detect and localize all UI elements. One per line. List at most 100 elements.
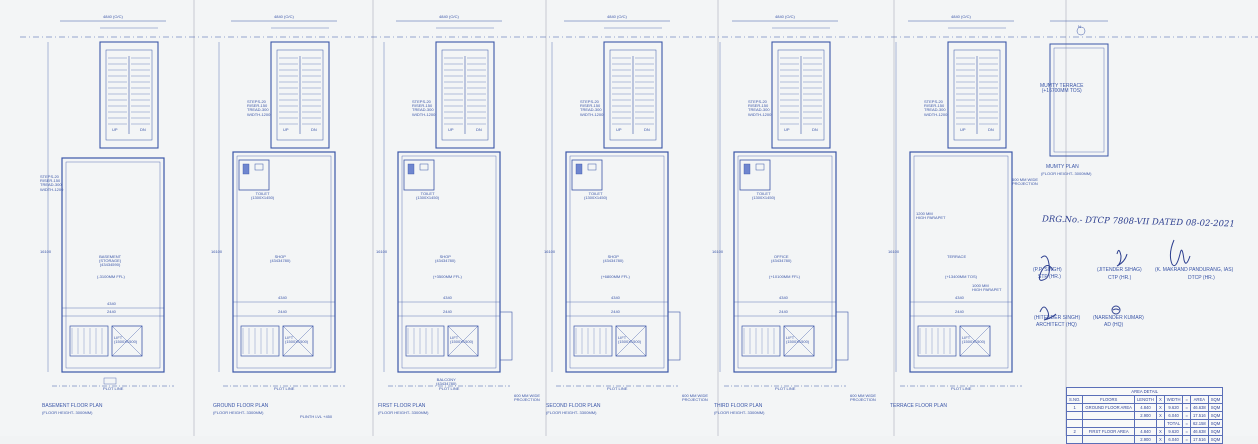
plan-title: TERRACE FLOOR PLAN xyxy=(890,403,947,409)
room-name: OFFICE (43434780) xyxy=(771,254,792,264)
stair-well xyxy=(276,49,324,141)
toilet-wall xyxy=(403,159,435,191)
table-cell: = xyxy=(1182,403,1191,412)
plan-title: FIRST FLOOR PLAN xyxy=(378,403,426,409)
fold-line xyxy=(893,0,895,436)
table-cell xyxy=(1065,419,1084,428)
inner-dimension: 4340 xyxy=(278,295,287,300)
room-inner-wall xyxy=(913,155,1009,369)
stair-well xyxy=(609,49,657,141)
table-cell: SQM xyxy=(1207,411,1224,420)
table-header: WIDTH xyxy=(1163,395,1184,404)
table-header: = xyxy=(1182,395,1191,404)
depth-dimension: 16100 xyxy=(211,249,223,254)
width-dimension: 4840 (O/C) xyxy=(439,14,459,19)
table-header: SQM xyxy=(1207,395,1224,404)
lower-stair-core xyxy=(741,325,781,357)
room-name: SHOP (43434780) xyxy=(603,254,624,264)
room-wall xyxy=(733,151,837,373)
table-cell xyxy=(1082,411,1135,420)
depth-dimension: 16100 xyxy=(544,249,556,254)
lower-stair-core xyxy=(69,325,109,357)
room-inner-wall xyxy=(401,155,497,369)
wc-fixture xyxy=(575,163,583,175)
room-inner-wall xyxy=(569,155,665,369)
width-dimension: 4840 (O/C) xyxy=(103,14,123,19)
table-cell: SQM xyxy=(1207,403,1224,412)
signature-stroke xyxy=(1039,306,1057,321)
mumty-plan-title: MUMTY PLAN xyxy=(1046,164,1079,170)
signature-stroke xyxy=(1169,239,1191,267)
room-name: TERRACE xyxy=(947,254,967,259)
stair-core-wall xyxy=(435,41,495,149)
stair-core-wall xyxy=(270,41,330,149)
table-cell: 46.638 xyxy=(1189,403,1209,412)
signatory-name: (JITENDER SIHAG) xyxy=(1097,267,1142,273)
floor-level: (+13400MM TOS) xyxy=(945,274,977,279)
signatory-role: CTP (HR.) xyxy=(1108,275,1132,281)
table-cell: 17.516 xyxy=(1189,435,1209,444)
room-name: SHOP (43434780) xyxy=(435,254,456,264)
table-cell: 2.900 xyxy=(1133,411,1157,420)
signatory-name: (K. MAKRAND PANDURANG, IAS) xyxy=(1155,267,1234,273)
balcony-outline xyxy=(835,311,849,361)
table-cell: = xyxy=(1182,411,1191,420)
stair-well xyxy=(777,49,825,141)
table-cell xyxy=(1065,411,1084,420)
table-cell: 2.900 xyxy=(1133,435,1157,444)
dimension-2440: 2440 xyxy=(107,309,116,314)
toilet-wall xyxy=(238,159,270,191)
lower-stair-core xyxy=(405,325,445,357)
floor-level: (+3500MM FFL) xyxy=(433,274,462,279)
toilet-label: TOILET (1300X1450) xyxy=(584,191,608,201)
table-cell: 46.638 xyxy=(1189,427,1209,436)
room-inner-wall xyxy=(737,155,833,369)
stair-down-label: DN xyxy=(311,127,317,132)
signature-stroke xyxy=(1116,250,1128,267)
basin-fixture xyxy=(587,163,597,171)
lift-label: LIFT (1500X1500) xyxy=(618,335,642,345)
plot-line-label: PLOT LINE xyxy=(439,386,460,391)
floor-level: (-3100MM FFL) xyxy=(97,274,125,279)
lower-stair-core xyxy=(917,325,957,357)
plan-floor-height: (FLOOR HEIGHT- 3300MM) xyxy=(546,410,597,415)
toilet-wall xyxy=(739,159,771,191)
table-cell: SQM xyxy=(1207,419,1224,428)
table-cell: 9.620 xyxy=(1163,403,1184,412)
fold-line xyxy=(545,0,547,436)
room-wall xyxy=(397,151,501,373)
table-cell: SQM xyxy=(1207,435,1224,444)
projection-label: 600 MM WIDE PROJECTION xyxy=(850,393,877,403)
plan-floor-height: (FLOOR HEIGHT- 3000MM) xyxy=(42,410,93,415)
plan-floor-height: (FLOOR HEIGHT- 3300MM) xyxy=(714,410,765,415)
dimension-2440: 2440 xyxy=(443,309,452,314)
balcony-outline xyxy=(499,311,513,361)
stair-up-label: UP xyxy=(283,127,289,132)
stair-down-label: DN xyxy=(988,127,994,132)
stair-spec-text: STEPS-20 RISER-150 TREAD-300 WIDTH-1200 xyxy=(40,174,64,192)
projection-label: 600 MM WIDE PROJECTION xyxy=(514,393,541,403)
floor-level: (+6800MM FFL) xyxy=(601,274,630,279)
mumty-wall xyxy=(1049,43,1109,157)
stair-down-label: DN xyxy=(812,127,818,132)
signature-stroke xyxy=(1038,255,1054,281)
stair-spec-text: STEPS-20 RISER-150 TREAD-300 WIDTH-1200 xyxy=(748,99,772,117)
fold-line xyxy=(717,0,719,436)
stair-up-label: UP xyxy=(448,127,454,132)
stair-well xyxy=(441,49,489,141)
table-cell: 1 xyxy=(1065,403,1084,412)
plan-title: BASEMENT FLOOR PLAN xyxy=(42,403,103,409)
plan-floor-height: (FLOOR HEIGHT- 3300MM) xyxy=(378,410,429,415)
toilet-label: TOILET (1300X1450) xyxy=(416,191,440,201)
level-stamp xyxy=(103,377,117,385)
depth-dimension: 16100 xyxy=(40,249,52,254)
signatory-role: STP (HR.) xyxy=(1038,274,1061,280)
mumty-terrace-label: MUMTY TERRACE (+16700MM TOS) xyxy=(1040,83,1084,95)
basin-fixture xyxy=(755,163,765,171)
inner-dimension: 4340 xyxy=(443,295,452,300)
table-header: AREA xyxy=(1189,395,1209,404)
width-dimension: 4840 (O/C) xyxy=(274,14,294,19)
table-header: X xyxy=(1155,395,1165,404)
